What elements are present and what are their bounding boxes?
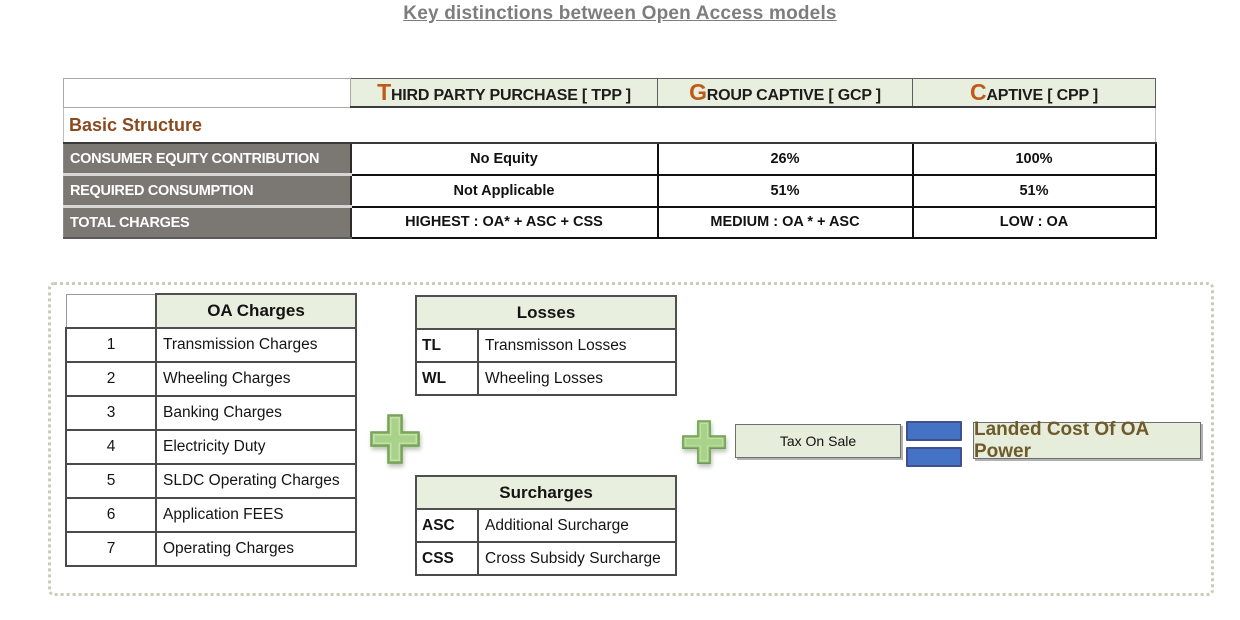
table-header-row: Losses (415, 295, 677, 330)
comparison-header-row: THIRD PARTY PURCHASE [ TPP ] GROUP CAPTI… (63, 78, 1156, 108)
value-cpp-charges: LOW : OA (911, 205, 1157, 239)
item-number: 2 (65, 361, 157, 397)
item-number: 4 (65, 429, 157, 465)
legend-container (48, 282, 1214, 596)
item-name: Application FEES (155, 497, 357, 533)
section-label: Basic Structure (63, 107, 1156, 144)
table-row: REQUIRED CONSUMPTION Not Applicable 51% … (63, 173, 1157, 208)
tax-on-sale-box: Tax On Sale (735, 424, 901, 458)
item-name: Wheeling Charges (155, 361, 357, 397)
oa-charges-title: OA Charges (155, 293, 357, 329)
value-tpp-equity: No Equity (349, 142, 659, 176)
item-name: Cross Subsidy Surcharge (476, 541, 678, 576)
section-row: Basic Structure (63, 107, 1156, 144)
item-name: Banking Charges (155, 395, 357, 431)
column-header-tpp: THIRD PARTY PURCHASE [ TPP ] (350, 78, 658, 108)
value-gcp-equity: 26% (656, 142, 914, 176)
value-cpp-consumption: 51% (911, 173, 1157, 208)
page-title: Key distinctions between Open Access mod… (403, 3, 837, 24)
value-gcp-consumption: 51% (656, 173, 914, 208)
table-row: CONSUMER EQUITY CONTRIBUTION No Equity 2… (63, 142, 1157, 176)
oa-header-empty-cell (65, 293, 157, 329)
value-gcp-charges: MEDIUM : OA * + ASC (656, 205, 914, 239)
item-abbr: WL (415, 361, 479, 396)
item-name: Operating Charges (155, 531, 357, 567)
table-header-row: OA Charges (65, 293, 357, 329)
item-number: 5 (65, 463, 157, 499)
comparison-table: THIRD PARTY PURCHASE [ TPP ] GROUP CAPTI… (63, 78, 1157, 239)
item-name: Transmisson Losses (477, 328, 677, 363)
plus-icon (682, 420, 726, 465)
item-name: Electricity Duty (155, 429, 357, 465)
column-header-gcp: GROUP CAPTIVE [ GCP ] (657, 78, 913, 108)
equals-bar (906, 421, 962, 441)
item-name: SLDC Operating Charges (155, 463, 357, 499)
equals-icon (906, 421, 962, 467)
table-header-row: Surcharges (414, 475, 678, 510)
surcharges-title: Surcharges (414, 475, 678, 510)
row-label-consumer-equity: CONSUMER EQUITY CONTRIBUTION (63, 143, 352, 176)
item-number: 1 (65, 327, 157, 363)
item-abbr: ASC (415, 508, 479, 543)
item-name: Transmission Charges (155, 327, 357, 363)
column-header-cpp: CAPTIVE [ CPP ] (912, 78, 1156, 108)
item-abbr: CSS (415, 541, 479, 576)
row-label-required-consumption: REQUIRED CONSUMPTION (63, 174, 352, 208)
item-name: Wheeling Losses (477, 361, 677, 396)
item-number: 7 (65, 531, 157, 567)
plus-icon (370, 414, 420, 464)
equals-bar (906, 447, 962, 467)
item-number: 3 (65, 395, 157, 431)
value-tpp-charges: HIGHEST : OA* + ASC + CSS (349, 205, 659, 239)
item-name: Additional Surcharge (476, 508, 678, 543)
losses-title: Losses (415, 295, 677, 330)
landed-cost-box: Landed Cost Of OA Power (973, 419, 1201, 462)
item-abbr: TL (415, 328, 479, 363)
header-empty-cell (63, 78, 351, 108)
item-number: 6 (65, 497, 157, 533)
row-label-total-charges: TOTAL CHARGES (63, 206, 352, 239)
value-cpp-equity: 100% (911, 142, 1157, 176)
table-row: TOTAL CHARGES HIGHEST : OA* + ASC + CSS … (63, 205, 1157, 239)
value-tpp-consumption: Not Applicable (349, 173, 659, 208)
